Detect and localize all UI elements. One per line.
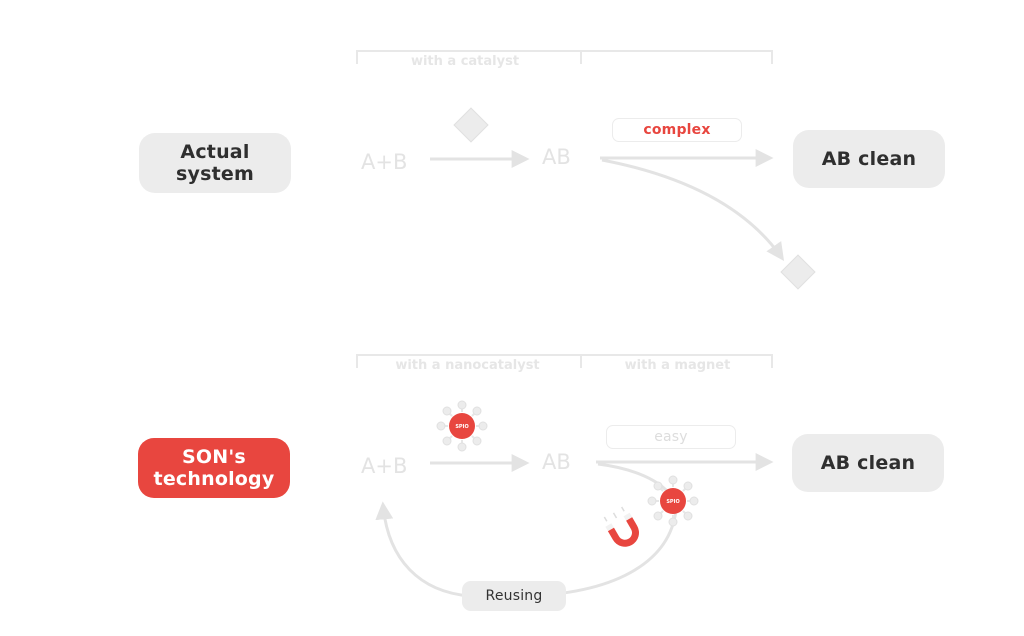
reusing-badge: Reusing	[462, 581, 566, 611]
nanoparticle-icon: SPIO	[436, 400, 488, 452]
actual-arrow-to-catalyst-waste	[601, 158, 785, 261]
son-reactants: A+B	[361, 454, 408, 478]
actual-result-ab-clean: AB clean	[793, 130, 945, 188]
actual-reactants: A+B	[361, 150, 408, 174]
catalyst-waste-diamond-icon	[780, 254, 816, 290]
separated-nanoparticle-icon: SPIO	[647, 475, 699, 527]
row-label-son-technology: SON's technology	[138, 438, 290, 498]
actual-product: AB	[542, 145, 571, 169]
actual-path-tag-complex: complex	[612, 118, 742, 142]
bracket-label-catalyst: with a catalyst	[410, 54, 520, 69]
nanoparticle-label: SPIO	[455, 424, 468, 430]
son-result-ab-clean: AB clean	[792, 434, 944, 492]
bracket-label-magnet: with a magnet	[624, 358, 731, 373]
bracket-label-nanocatalyst: with a nanocatalyst	[395, 358, 540, 373]
catalyst-diamond-icon	[453, 107, 489, 143]
son-product: AB	[542, 450, 571, 474]
actual-bracket	[356, 50, 773, 64]
magnet-icon	[603, 506, 639, 547]
son-bracket	[356, 354, 773, 368]
son-arrow-to-separation	[597, 462, 670, 494]
row-label-actual-system: Actual system	[139, 133, 291, 193]
son-path-tag-easy: easy	[606, 425, 736, 449]
separated-nanoparticle-label: SPIO	[666, 499, 679, 505]
